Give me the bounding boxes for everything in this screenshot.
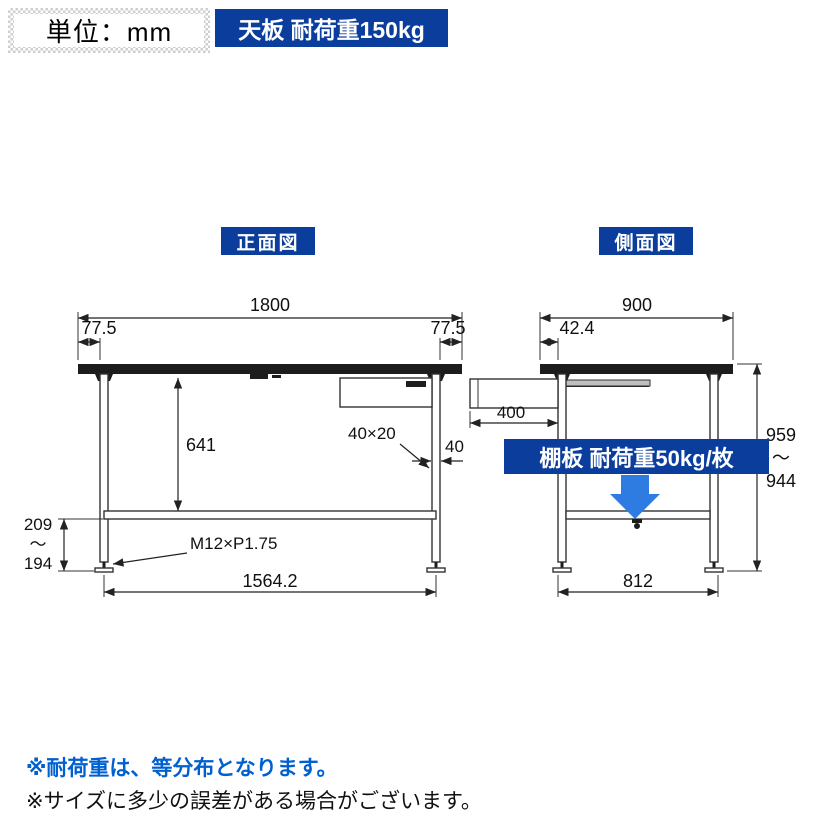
adjuster-thread-value: M12×P1.75 bbox=[190, 534, 277, 553]
frame-section-value: 40×20 bbox=[348, 424, 396, 443]
height-max-value: 959 bbox=[766, 425, 796, 445]
front-slide-rail-mark-2 bbox=[272, 375, 281, 378]
adjuster-tilde: 〜 bbox=[30, 535, 47, 554]
dim-side-depth-value: 900 bbox=[622, 295, 652, 315]
dim-drawer-extension: 400 bbox=[469, 403, 559, 428]
dim-front-offset-left: 77.5 bbox=[78, 318, 117, 360]
label-adjuster-thread: M12×P1.75 bbox=[112, 534, 277, 567]
side-drawer-extended bbox=[469, 378, 559, 409]
unit-label: 単位：mm bbox=[14, 14, 204, 47]
dim-side-leg-span-value: 812 bbox=[623, 571, 653, 591]
dim-front-clearance: 641 bbox=[173, 378, 216, 511]
dim-front-offset-right: 77.5 bbox=[430, 318, 466, 360]
dim-front-offset-left-value: 77.5 bbox=[81, 318, 116, 338]
height-min-value: 944 bbox=[766, 471, 796, 491]
side-rail-housing bbox=[557, 379, 651, 387]
front-left-foot bbox=[94, 562, 114, 573]
side-left-foot bbox=[552, 562, 572, 573]
front-view-dimensions: 1800 77.5 77.5 641 40×20 bbox=[24, 295, 466, 597]
size-tolerance-note: ※サイズに多少の誤差がある場合がございます。 bbox=[26, 790, 482, 813]
dim-front-offset-right-value: 77.5 bbox=[430, 318, 465, 338]
side-shelf-knob bbox=[634, 523, 640, 529]
dim-front-width-value: 1800 bbox=[250, 295, 290, 315]
dim-leg-depth: 40 bbox=[412, 437, 464, 466]
adjuster-max-value: 209 bbox=[24, 515, 52, 534]
front-tabletop bbox=[78, 364, 462, 374]
dim-side-depth: 900 bbox=[539, 295, 734, 360]
front-drawer-latch bbox=[406, 381, 426, 387]
top-load-badge: 天板 耐荷重150kg bbox=[215, 9, 448, 47]
shelf-down-arrow-icon bbox=[610, 475, 660, 519]
side-view-label: 側面図 bbox=[599, 227, 693, 255]
front-right-foot bbox=[426, 562, 446, 573]
side-right-foot bbox=[704, 562, 724, 573]
side-shelf-clamp bbox=[632, 519, 642, 523]
front-view-drawing bbox=[78, 364, 462, 573]
front-crossbar bbox=[103, 510, 437, 520]
front-view-label: 正面図 bbox=[221, 227, 315, 255]
dim-side-offset-left-value: 42.4 bbox=[559, 318, 594, 338]
side-tabletop bbox=[540, 364, 733, 374]
dim-front-clearance-value: 641 bbox=[186, 435, 216, 455]
unit-label-box: 単位：mm bbox=[8, 8, 210, 53]
dim-front-width: 1800 bbox=[77, 295, 463, 360]
shelf-load-badge: 棚板 耐荷重50kg/枚 bbox=[504, 439, 769, 474]
dim-front-leg-span-value: 1564.2 bbox=[242, 571, 297, 591]
front-slide-rail-mark bbox=[250, 374, 268, 379]
dim-adjuster-range: 209 〜 194 bbox=[24, 515, 103, 573]
front-right-leg bbox=[431, 373, 441, 563]
dim-leg-depth-value: 40 bbox=[445, 437, 464, 456]
dim-side-offset-left: 42.4 bbox=[540, 318, 595, 360]
dim-side-leg-span: 812 bbox=[557, 571, 719, 597]
dim-front-leg-span: 1564.2 bbox=[103, 571, 437, 597]
dim-drawer-extension-value: 400 bbox=[497, 403, 525, 422]
height-tilde: 〜 bbox=[772, 448, 790, 468]
adjuster-min-value: 194 bbox=[24, 554, 52, 573]
load-distribution-note: ※耐荷重は、等分布となります。 bbox=[26, 757, 338, 780]
front-left-leg bbox=[99, 373, 109, 563]
